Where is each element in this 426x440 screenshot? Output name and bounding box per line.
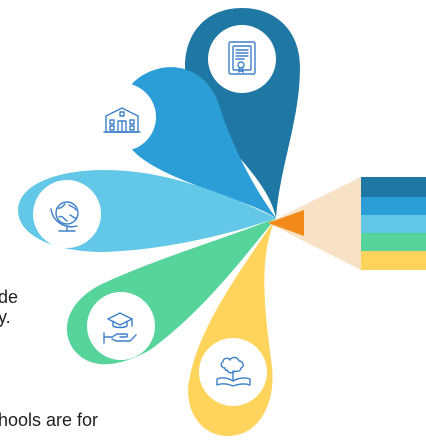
globe-icon (50, 201, 79, 232)
petal-globe (18, 170, 276, 252)
school-building-icon (103, 107, 141, 133)
certificate-icon (228, 41, 256, 75)
petal-school (88, 67, 276, 218)
graduation-hand-icon (103, 312, 137, 344)
text-fragment-1: de (0, 287, 19, 307)
tree-book-icon (216, 356, 251, 387)
pencil (268, 177, 426, 270)
text-fragment-2: y. (0, 307, 11, 327)
text-fragment-3: hools are for (0, 410, 99, 430)
